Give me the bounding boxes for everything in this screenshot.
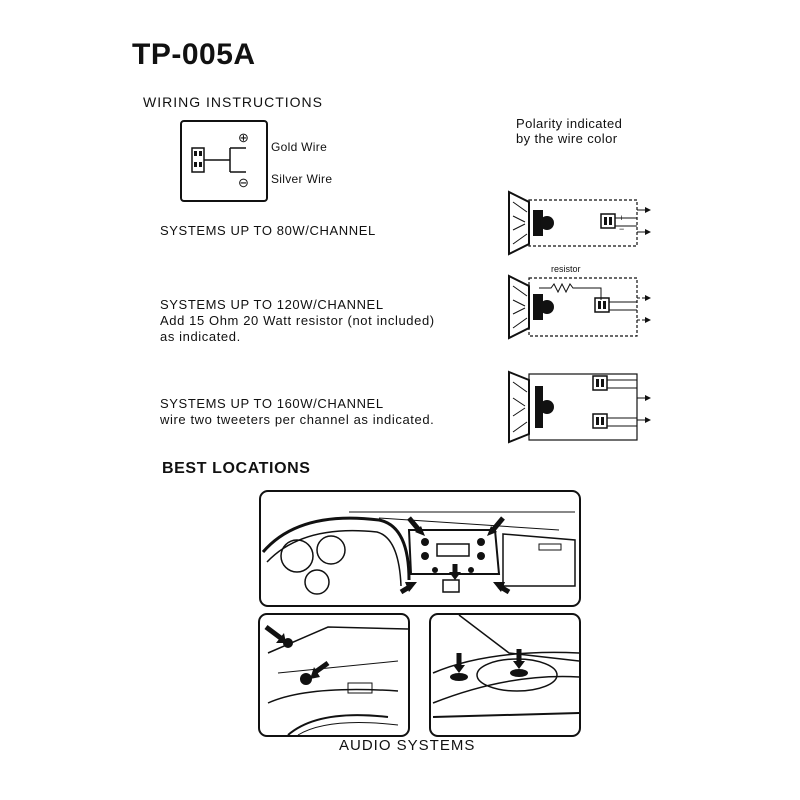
- door-illustration: [258, 613, 410, 737]
- wiring-legend: ⊕ ⊖: [180, 120, 268, 202]
- system-120w-line3: as indicated.: [160, 329, 241, 344]
- system-120w-line1: SYSTEMS UP TO 120W/CHANNEL: [160, 297, 384, 312]
- system-160w-line2: wire two tweeters per channel as indicat…: [160, 412, 435, 427]
- system-80w: SYSTEMS UP TO 80W/CHANNEL: [160, 223, 376, 239]
- silver-wire-label: Silver Wire: [271, 172, 333, 186]
- system-160w: SYSTEMS UP TO 160W/CHANNEL wire two twee…: [160, 396, 434, 428]
- minus-icon: ⊖: [238, 175, 249, 190]
- plus-icon: ⊕: [238, 130, 249, 145]
- model-title: TP-005A: [132, 38, 256, 71]
- rear-deck-illustration: [429, 613, 581, 737]
- terminal-connector-icon: [191, 147, 246, 173]
- audio-systems-label: AUDIO SYSTEMS: [339, 737, 476, 754]
- system-160w-line1: SYSTEMS UP TO 160W/CHANNEL: [160, 396, 384, 411]
- polarity-note: Polarity indicated by the wire color: [516, 116, 622, 146]
- svg-text:+: +: [619, 213, 624, 223]
- wiring-diagram-120w: [508, 274, 651, 340]
- system-80w-line1: SYSTEMS UP TO 80W/CHANNEL: [160, 223, 376, 238]
- best-locations-heading: BEST LOCATIONS: [162, 460, 311, 477]
- resistor-label: resistor: [551, 264, 581, 274]
- wiring-diagram-80w: + −: [508, 190, 651, 256]
- svg-text:−: −: [619, 224, 624, 234]
- wiring-diagram-160w: [508, 370, 651, 444]
- polarity-note-line2: by the wire color: [516, 131, 618, 146]
- gold-wire-label: Gold Wire: [271, 140, 328, 154]
- system-120w-line2: Add 15 Ohm 20 Watt resistor (not include…: [160, 313, 435, 328]
- dashboard-illustration: [259, 490, 581, 607]
- polarity-note-line1: Polarity indicated: [516, 116, 623, 131]
- wiring-instructions-heading: WIRING INSTRUCTIONS: [143, 94, 323, 110]
- system-120w: SYSTEMS UP TO 120W/CHANNEL Add 15 Ohm 20…: [160, 297, 435, 345]
